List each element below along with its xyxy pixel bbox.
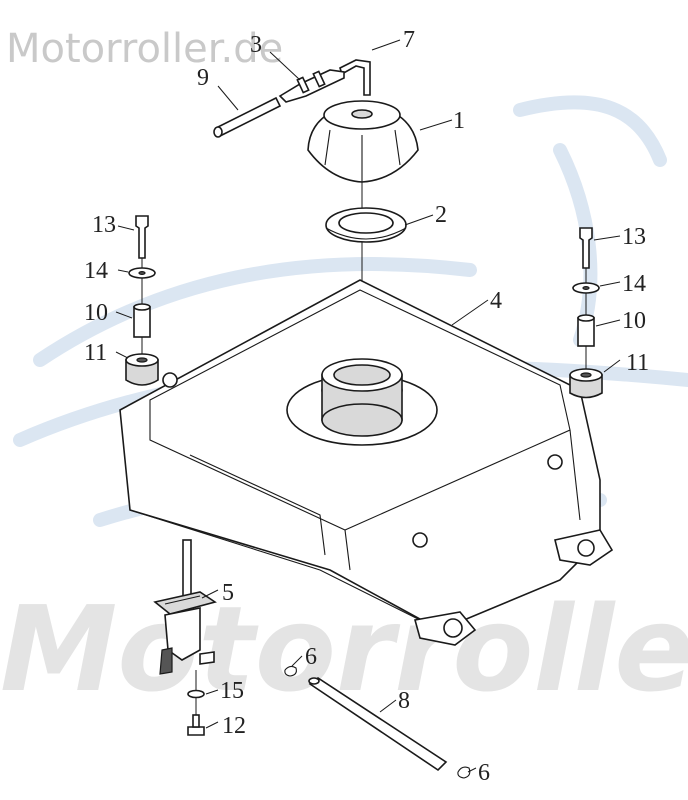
callout-3: 3: [250, 32, 262, 58]
hose-clamp-upper: [284, 665, 297, 677]
callout-5: 5: [222, 580, 234, 606]
vent-hose: [213, 96, 282, 138]
callout-7: 7: [403, 27, 415, 53]
callout-11-right: 11: [626, 350, 649, 376]
hose-clamp-lower: [457, 766, 471, 779]
fuel-cock-washer: [187, 689, 205, 699]
callout-13-right: 13: [622, 224, 646, 250]
fuel-cock: [153, 539, 217, 730]
mount-stack-left: [125, 215, 159, 386]
callout-14-right: 14: [622, 271, 646, 297]
callout-10-left: 10: [84, 300, 108, 326]
cap-gasket: [325, 207, 407, 243]
watermark-top-text: Motorroller.de: [6, 26, 283, 72]
callout-10-right: 10: [622, 308, 646, 334]
fuel-cap: [307, 100, 419, 183]
callout-13-left: 13: [92, 212, 116, 238]
callout-6-upper: 6: [305, 644, 317, 670]
callout-9: 9: [197, 65, 209, 91]
callout-6-lower: 6: [478, 760, 490, 786]
leader-lines: [115, 39, 621, 773]
fuel-hose: [308, 677, 448, 772]
vent-valve: [278, 69, 345, 103]
fuel-cock-screw: [187, 714, 205, 736]
callout-15: 15: [220, 678, 244, 704]
callout-11-left: 11: [84, 340, 107, 366]
vent-pipe: [339, 59, 371, 96]
callout-8: 8: [398, 688, 410, 714]
callout-12: 12: [222, 713, 246, 739]
mount-stack-right: [569, 227, 603, 399]
fuel-tank: [119, 279, 614, 646]
callout-14-left: 14: [84, 258, 108, 284]
callout-4: 4: [490, 288, 502, 314]
callout-1: 1: [453, 108, 465, 134]
callout-2: 2: [435, 202, 447, 228]
